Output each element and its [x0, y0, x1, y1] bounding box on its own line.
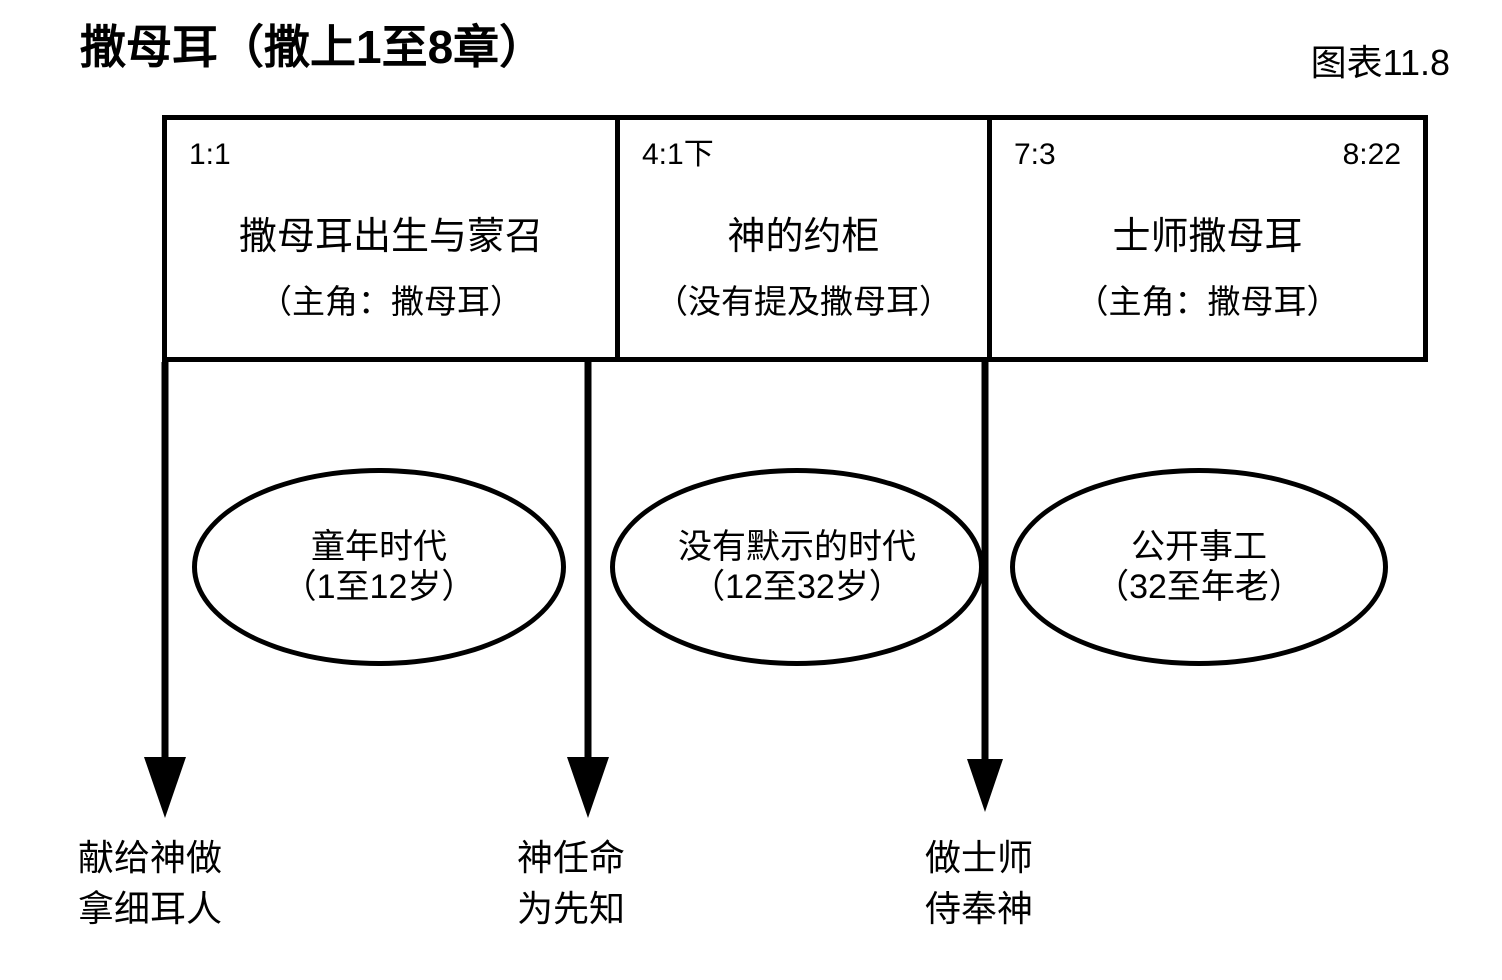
section-3-heading: 士师撒母耳 — [1112, 216, 1303, 258]
section-1-start-ref: 1:1 — [189, 138, 231, 171]
section-outline-box: 1:1 撒母耳出生与蒙召 （主角：撒母耳） 4:1下 神的约柜 （没有提及撒母耳… — [162, 115, 1428, 362]
outcome-3-line-2: 侍奉神 — [925, 888, 1034, 930]
section-1-heading: 撒母耳出生与蒙召 — [238, 216, 543, 258]
section-3-subtitle: （主角：撒母耳） — [1075, 285, 1340, 321]
outcome-3-line-1: 做士师 — [925, 837, 1034, 878]
section-1-subtitle: （主角：撒母耳） — [259, 285, 523, 321]
phase-1-range: （1至12岁） — [282, 568, 476, 606]
phase-3-range: （32至年老） — [1095, 568, 1303, 606]
phase-2-range: （12至32岁） — [691, 568, 903, 606]
outcome-1-line-2: 拿细耳人 — [78, 888, 223, 930]
phase-ellipse-2: 没有默示的时代 （12至32岁） — [610, 468, 984, 666]
timeline-arrow-1 — [144, 362, 186, 818]
outcome-label-1: 献给神做 拿细耳人 — [78, 832, 222, 934]
outcome-2-line-1: 神任命 — [517, 837, 626, 878]
phase-ellipse-1: 童年时代 （1至12岁） — [192, 468, 566, 666]
timeline-arrow-2 — [567, 362, 609, 818]
phase-1-label: 童年时代 — [311, 527, 447, 566]
section-panel-2: 4:1下 神的约柜 （没有提及撒母耳） — [615, 120, 987, 357]
section-2-subtitle: （没有提及撒母耳） — [655, 285, 952, 321]
page-title: 撒母耳（撒上1至8章） — [80, 21, 546, 73]
phase-ellipse-3: 公开事工 （32至年老） — [1010, 468, 1388, 666]
phase-3-label: 公开事工 — [1131, 527, 1267, 566]
section-panel-1: 1:1 撒母耳出生与蒙召 （主角：撒母耳） — [167, 120, 615, 357]
section-2-heading: 神的约柜 — [727, 216, 880, 258]
outcome-label-2: 神任命 为先知 — [517, 832, 625, 934]
section-3-end-ref: 8:22 — [1342, 138, 1401, 171]
section-panel-3: 7:3 8:22 士师撒母耳 （主角：撒母耳） — [987, 120, 1423, 357]
outcome-2-line-2: 为先知 — [517, 888, 626, 930]
outcome-1-line-1: 献给神做 — [78, 837, 223, 878]
section-2-start-ref: 4:1下 — [642, 138, 714, 171]
chart-number-label: 图表11.8 — [1310, 42, 1450, 83]
outcome-label-3: 做士师 侍奉神 — [925, 832, 1033, 934]
phase-2-label: 没有默示的时代 — [678, 527, 916, 566]
section-3-start-ref: 7:3 — [1014, 138, 1056, 171]
